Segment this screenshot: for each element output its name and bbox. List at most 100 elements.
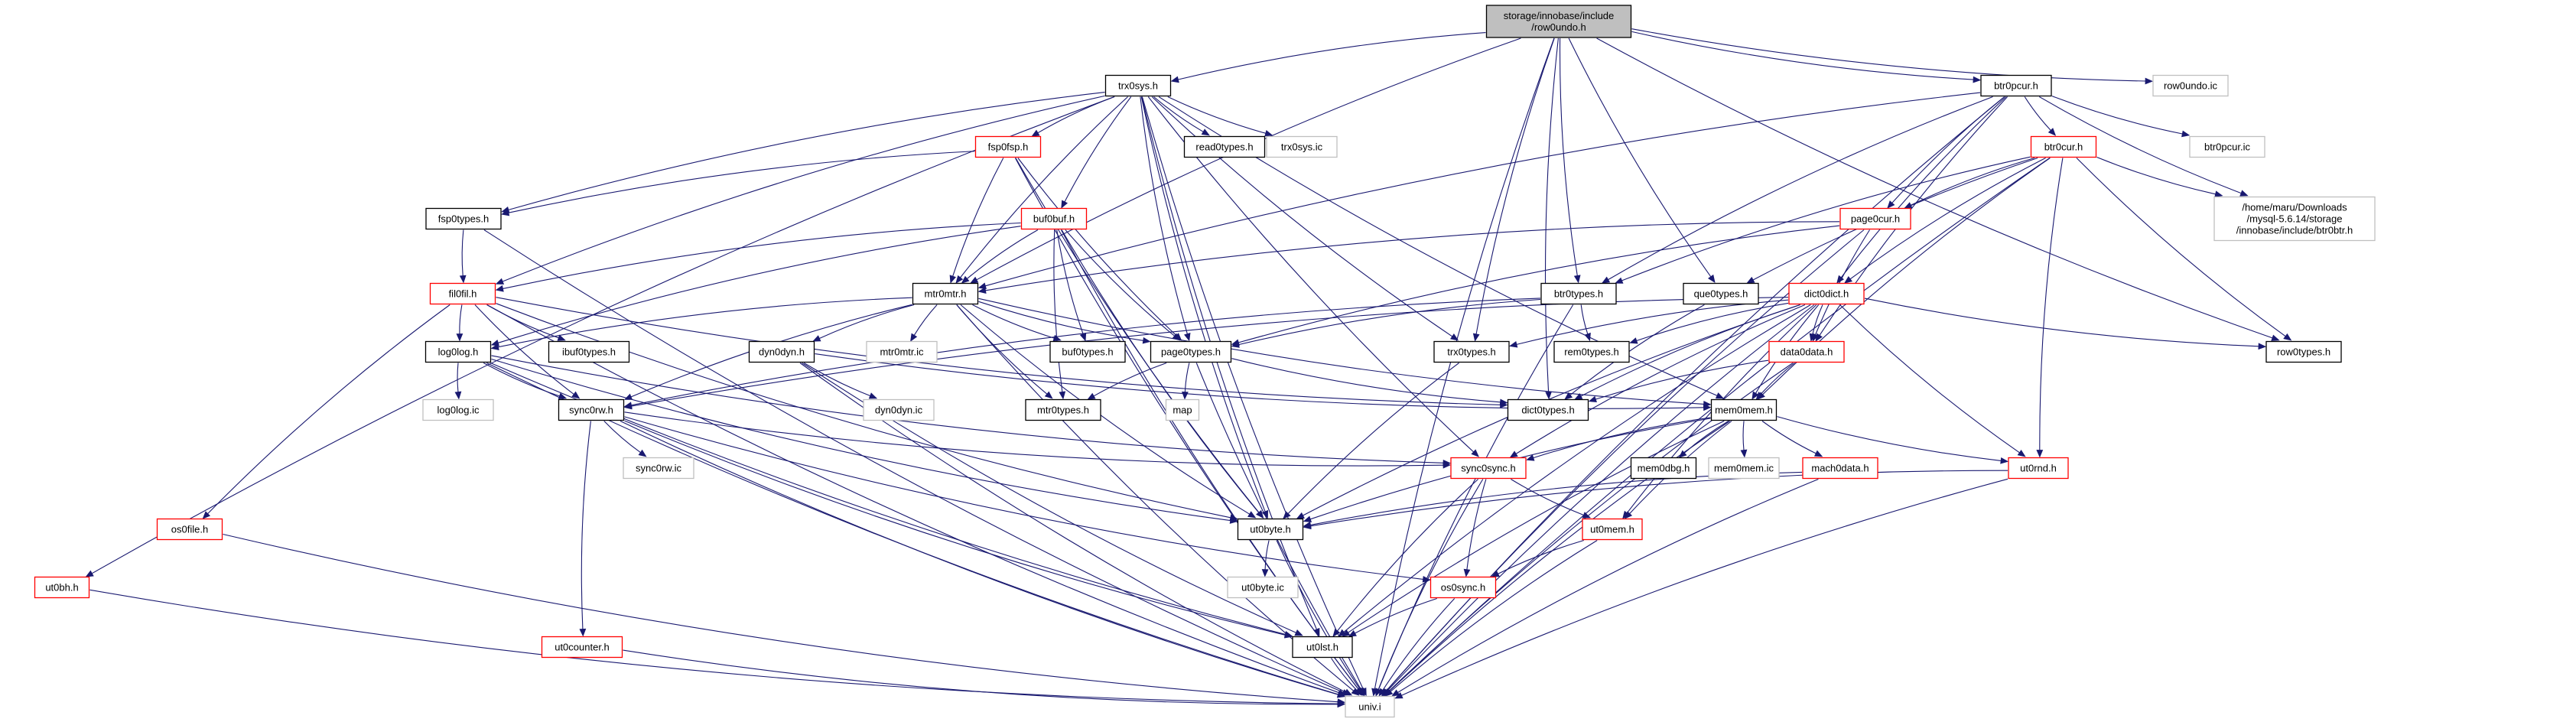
edge-line (508, 92, 1105, 210)
node-map[interactable]: map (1165, 398, 1200, 421)
node-label: btr0cur.h (2044, 141, 2083, 153)
edge-root-to-trx0types_h (1472, 37, 1555, 342)
node-row0types-h[interactable]: row0types.h (2265, 340, 2342, 363)
node-os0sync-h[interactable]: os0sync.h (1429, 576, 1497, 599)
node-sync0rw-h[interactable]: sync0rw.h (558, 398, 625, 421)
arrowhead-icon (1564, 392, 1573, 400)
edge-line (502, 95, 1105, 282)
node-label: fsp0types.h (438, 213, 490, 225)
node-sync0sync-h[interactable]: sync0sync.h (1450, 457, 1527, 480)
edge-root-to-dict0types_h (1544, 37, 1559, 400)
arrowhead-icon (1755, 392, 1764, 400)
edge-line (459, 304, 463, 334)
edge-line (1840, 96, 2007, 278)
edge-buf0buf_h-to-fil0fil_h (495, 222, 1021, 292)
node-fsp0fsp-h[interactable]: fsp0fsp.h (974, 135, 1042, 158)
node-mem0dbg-h[interactable]: mem0dbg.h (1630, 457, 1697, 480)
node-box (1540, 282, 1617, 305)
node-dyn0dyn-ic[interactable]: dyn0dyn.ic (863, 398, 935, 421)
node-dict0types-h[interactable]: dict0types.h (1507, 398, 1589, 421)
node-box (866, 340, 938, 363)
node-buf0types-h[interactable]: buf0types.h (1049, 340, 1126, 363)
edge-btr0pcur_h-to-btr0pcur_ic (2051, 96, 2191, 138)
node-box (1710, 398, 1778, 421)
edge-buf0buf_h-to-mtr0mtr_h (961, 229, 1039, 284)
node-que0types-h[interactable]: que0types.h (1683, 282, 1759, 305)
node-fil0fil-h[interactable]: fil0fil.h (429, 282, 496, 305)
edge-root-to-que0types_h (1568, 37, 1716, 283)
node-ibuf0types-h[interactable]: ibuf0types.h (548, 340, 630, 363)
node-label: dict0dict.h (1804, 288, 1849, 300)
edge-line (1812, 304, 1823, 335)
node-buf0buf-h[interactable]: buf0buf.h (1020, 207, 1088, 230)
node-log0log-ic[interactable]: log0log.ic (422, 398, 494, 421)
node-log0log-h[interactable]: log0log.h (424, 340, 492, 363)
node-row0undo-ic[interactable]: row0undo.ic (2152, 74, 2229, 97)
arrowhead-icon (2036, 450, 2044, 458)
node-mtr0types-h[interactable]: mtr0types.h (1025, 398, 1101, 421)
node-page0cur-h[interactable]: page0cur.h (1839, 207, 1911, 230)
node-ut0lst-h[interactable]: ut0lst.h (1292, 636, 1353, 659)
node-btr0cur-h[interactable]: btr0cur.h (2030, 135, 2097, 158)
edge-root-to-mtr0mtr_h (970, 37, 1521, 284)
node-fsp0types-h[interactable]: fsp0types.h (425, 207, 502, 230)
node-rem0types-h[interactable]: rem0types.h (1553, 340, 1630, 363)
node-ut0mem-h[interactable]: ut0mem.h (1582, 518, 1643, 541)
node-trx0types-h[interactable]: trx0types.h (1433, 340, 1510, 363)
edge-btr0cur_h-to-dict0dict_h (1843, 158, 2046, 284)
node-label: univ.i (1358, 701, 1381, 713)
node-label: log0log.ic (437, 405, 480, 416)
edge-root-to-row0types_h (1596, 37, 2280, 341)
edge-trx0sys_h-to-fil0fil_h (495, 95, 1105, 285)
arrowhead-icon (557, 334, 566, 341)
arrowhead-icon (1284, 631, 1293, 639)
arrowhead-icon (1472, 333, 1480, 342)
node-trx0sys-h[interactable]: trx0sys.h (1104, 74, 1172, 97)
edge-line (1397, 478, 1819, 693)
edge-line (1636, 302, 1789, 342)
node-btr0types-h[interactable]: btr0types.h (1540, 282, 1617, 305)
node-ut0bh-h[interactable]: ut0bh.h (34, 576, 90, 599)
node-mem0mem-ic[interactable]: mem0mem.ic (1708, 457, 1780, 480)
edge-mtr0mtr_h-to-log0log_h (490, 297, 912, 351)
node-dict0dict-h[interactable]: dict0dict.h (1788, 282, 1865, 305)
node-btr0btr-path[interactable]: /home/maru/Downloads/mysql-5.6.14/storag… (2213, 196, 2376, 242)
node-page0types-h[interactable]: page0types.h (1150, 340, 1232, 363)
edge-btr0pcur_h-to-mtr0mtr_h (977, 92, 1981, 289)
node-ut0counter-h[interactable]: ut0counter.h (541, 636, 623, 659)
edge-mach0data_h-to-univ_i (1391, 478, 1819, 697)
arrowhead-icon (1422, 575, 1431, 583)
node-btr0pcur-h[interactable]: btr0pcur.h (1980, 74, 2052, 97)
node-mtr0mtr-ic[interactable]: mtr0mtr.ic (866, 340, 938, 363)
node-mem0mem-h[interactable]: mem0mem.h (1710, 398, 1778, 421)
node-dyn0dyn-h[interactable]: dyn0dyn.h (748, 340, 815, 363)
edge-line (1382, 598, 1456, 691)
node-box (974, 135, 1042, 158)
edge-log0log_h-to-ut0byte_h (491, 358, 1238, 524)
edge-line (1596, 37, 2273, 339)
node-data0data-h[interactable]: data0data.h (1768, 340, 1845, 363)
node-read0types-h[interactable]: read0types.h (1183, 135, 1266, 158)
edge-ut0lst_h-to-univ_i (1331, 658, 1362, 696)
node-univ-i[interactable]: univ.i (1345, 695, 1395, 718)
edge-line (1595, 359, 1769, 400)
node-mtr0mtr-h[interactable]: mtr0mtr.h (912, 282, 979, 305)
arrowhead-icon (1337, 701, 1346, 708)
node-btr0pcur-ic[interactable]: btr0pcur.ic (2189, 135, 2265, 158)
node-label: read0types.h (1195, 141, 1253, 153)
node-ut0rnd-h[interactable]: ut0rnd.h (2008, 457, 2069, 480)
edge-line (1475, 37, 1555, 334)
node-ut0byte-ic[interactable]: ut0byte.ic (1227, 576, 1299, 599)
arrowhead-icon (501, 209, 510, 216)
edge-line (960, 304, 1250, 515)
edge-line (976, 37, 1521, 281)
node-ut0byte-h[interactable]: ut0byte.h (1237, 518, 1304, 541)
node-os0file-h[interactable]: os0file.h (156, 518, 223, 541)
edge-line (956, 304, 1354, 691)
node-box (429, 282, 496, 305)
node-sync0rw-ic[interactable]: sync0rw.ic (623, 457, 694, 480)
edge-line (985, 92, 1981, 287)
node-label: map (1173, 405, 1192, 416)
node-mach0data-h[interactable]: mach0data.h (1802, 457, 1878, 480)
node-trx0sys-ic[interactable]: trx0sys.ic (1266, 135, 1338, 158)
